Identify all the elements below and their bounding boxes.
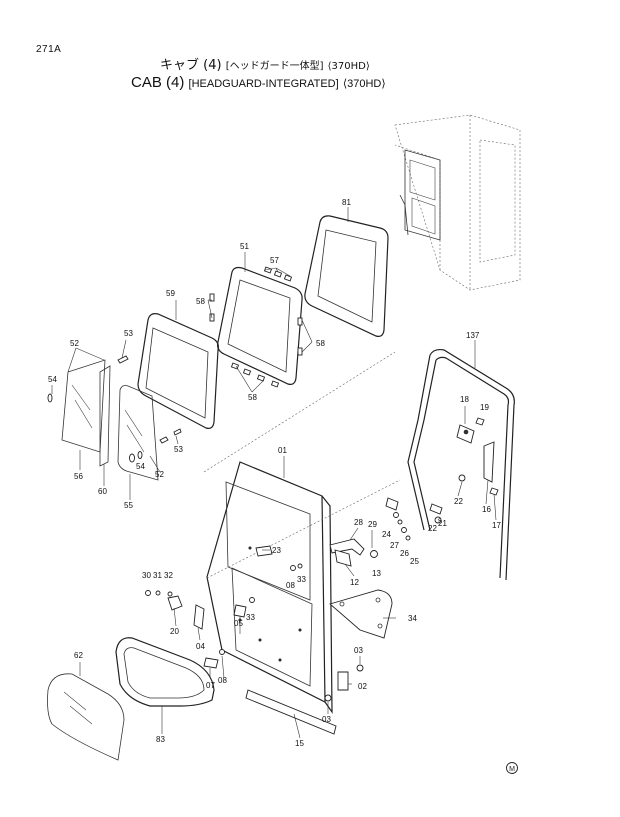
title-japanese: キャブ (4) [ヘッドガード一体型] ⟨370HD⟩: [160, 54, 370, 73]
callout-83: 83: [156, 735, 165, 744]
title-english: CAB (4) [HEADGUARD-INTEGRATED] ⟨370HD⟩: [131, 74, 386, 91]
callout-54: 54: [48, 375, 57, 384]
callout-05: 05: [234, 619, 243, 628]
callout-32: 32: [164, 571, 173, 580]
callout-59: 59: [166, 289, 175, 298]
callout-62: 62: [74, 651, 83, 660]
callout-52: 52: [70, 339, 79, 348]
part-23-bracket: [255, 545, 273, 557]
callout-22: 22: [454, 497, 463, 506]
callout-08b: 08: [218, 676, 227, 685]
callout-54b: 54: [136, 462, 145, 471]
part-34-plate: [329, 589, 393, 639]
callout-34: 34: [408, 614, 417, 623]
title-en-sub: [HEADGUARD-INTEGRATED]: [188, 78, 339, 90]
callout-33b: 33: [246, 613, 255, 622]
callout-21: 21: [438, 519, 447, 528]
part-30-31-32-bolts: [145, 590, 173, 597]
part-12-stopper: [334, 549, 352, 567]
callout-04: 04: [196, 642, 205, 651]
part-07-clip: [203, 657, 219, 669]
title-en-main: CAB (4): [131, 74, 185, 91]
part-56-left-glass: [61, 359, 106, 453]
callout-81: 81: [342, 198, 351, 207]
part-21-22-bolts: [429, 474, 466, 524]
callout-51: 51: [240, 242, 249, 251]
callout-20: 20: [170, 627, 179, 636]
callout-08: 08: [286, 581, 295, 590]
part-59-window-seal: [137, 313, 219, 429]
callout-53: 53: [124, 329, 133, 338]
callout-01: 01: [278, 446, 287, 455]
part-60-channel: [99, 365, 111, 467]
callout-52b: 52: [155, 470, 164, 479]
part-62-door-glass: [47, 673, 125, 761]
callout-25: 25: [410, 557, 419, 566]
callout-53b: 53: [174, 445, 183, 454]
callout-03b: 03: [322, 715, 331, 724]
part-24-27-26-25-washers: [385, 497, 411, 541]
callout-28: 28: [354, 518, 363, 527]
title-jp-sub: [ヘッドガード一体型]: [225, 61, 324, 72]
callout-03: 03: [354, 646, 363, 655]
cab-reference-sketch: [394, 114, 521, 291]
callout-17: 17: [492, 521, 501, 530]
part-19-bolt: [475, 417, 485, 426]
logo-letter: M: [509, 766, 515, 773]
callout-27: 27: [390, 541, 399, 550]
callout-30: 30: [142, 571, 151, 580]
callout-57: 57: [270, 256, 279, 265]
callout-19: 19: [480, 403, 489, 412]
callout-16: 16: [482, 505, 491, 514]
title-jp-model: ⟨370HD⟩: [327, 61, 370, 72]
callout-12: 12: [350, 578, 359, 587]
callout-24: 24: [382, 530, 391, 539]
part-04-bracket: [193, 604, 205, 630]
callout-07: 07: [206, 681, 215, 690]
callout-13: 13: [372, 569, 381, 578]
part-03-bolts: [324, 664, 364, 702]
part-51-window-frame: [209, 266, 303, 388]
page-number: 271A: [36, 44, 62, 55]
part-17-bolt: [489, 487, 499, 496]
callout-26: 26: [400, 549, 409, 558]
callout-18: 18: [460, 395, 469, 404]
part-05-striker: [233, 604, 247, 618]
callout-15: 15: [295, 739, 304, 748]
callout-55: 55: [124, 501, 133, 510]
callout-31: 31: [153, 571, 162, 580]
callout-58c: 58: [248, 393, 257, 402]
callout-29: 29: [368, 520, 377, 529]
part-18-latch: [456, 424, 475, 444]
callout-58: 58: [196, 297, 205, 306]
callout-58b: 58: [316, 339, 325, 348]
part-53-screws: [117, 355, 182, 444]
part-16-bracket: [483, 441, 495, 483]
part-83-door-seal: [115, 637, 215, 707]
part-20-latch: [167, 595, 183, 611]
callout-labels: 81 51 57 58 59 137 52 53 54 56 60 55 53 …: [48, 198, 501, 748]
part-55-sliding-glass: [117, 385, 159, 481]
callout-33: 33: [297, 575, 306, 584]
part-08-33-fasteners: [219, 563, 303, 655]
callout-60: 60: [98, 487, 107, 496]
part-81-window-seal: [304, 215, 389, 337]
part-15-sill: [245, 689, 337, 735]
part-137-handrail: [407, 348, 515, 581]
title-en-model: ⟨370HD⟩: [342, 78, 386, 90]
callout-23: 23: [272, 546, 281, 555]
callout-137: 137: [466, 331, 480, 340]
title-jp-main: キャブ (4): [160, 58, 222, 73]
callout-02: 02: [358, 682, 367, 691]
part-01-door-frame: [203, 351, 401, 714]
part-13-nut: [370, 550, 378, 558]
circled-m-logo: M: [506, 762, 518, 774]
part-02-hinge: [337, 671, 349, 691]
leader-lines: [51, 207, 497, 739]
callout-56: 56: [74, 472, 83, 481]
part-54-pins: [47, 393, 143, 463]
callout-22b: 22: [428, 524, 437, 533]
